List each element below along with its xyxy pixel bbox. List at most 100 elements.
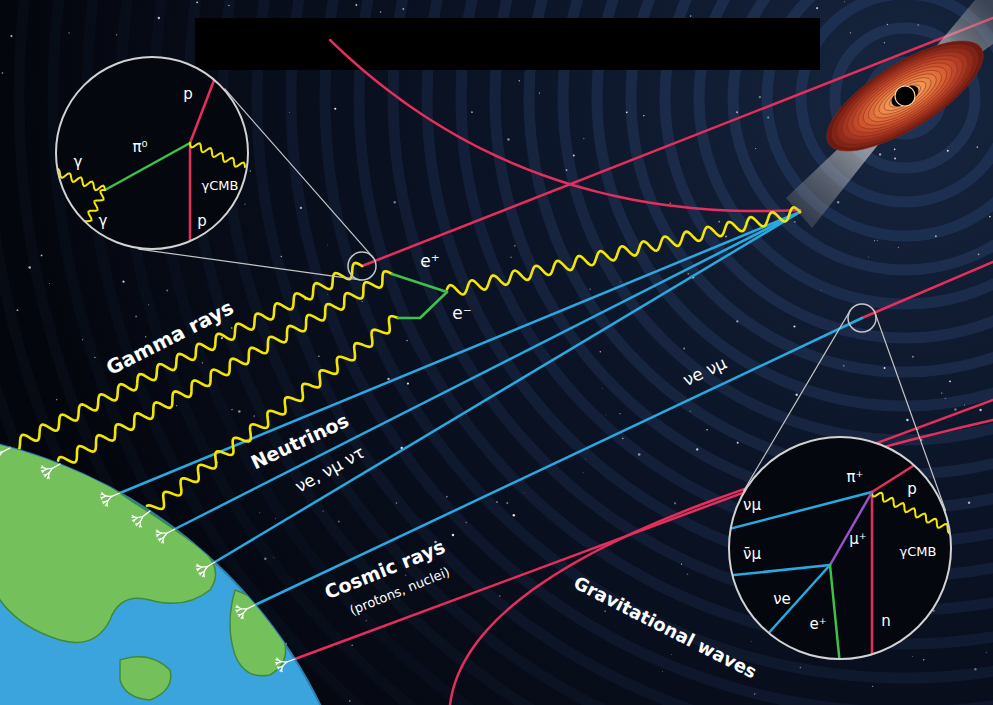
star [289, 111, 291, 113]
star [221, 337, 223, 339]
star [48, 283, 50, 285]
particle-symbol: γCMB [202, 179, 239, 194]
star [843, 365, 845, 367]
star [670, 203, 671, 204]
shower-branch [106, 504, 108, 506]
particle-symbol: π⁰ [132, 139, 147, 156]
particle-symbol: p [183, 86, 193, 103]
star [933, 610, 935, 612]
particle-symbol: νμ [743, 497, 761, 514]
photon-track [58, 169, 105, 190]
star [355, 4, 357, 6]
electron-track [392, 274, 447, 292]
star [281, 256, 282, 257]
star [681, 563, 682, 564]
electron-track [398, 292, 447, 318]
zoom-insets [56, 57, 956, 665]
shower-branch [247, 605, 255, 609]
star [794, 221, 796, 223]
star [912, 356, 914, 358]
star [394, 201, 396, 203]
star [974, 668, 976, 670]
star [947, 150, 949, 152]
star [452, 534, 454, 536]
event-horizon [888, 81, 922, 110]
star [884, 367, 886, 369]
shower-branch [276, 659, 278, 661]
shower-branch [277, 667, 279, 669]
wave-ring [223, 0, 993, 705]
wave-ring [257, 0, 993, 705]
star [605, 414, 607, 416]
shower-branch [137, 517, 142, 518]
muon-track [830, 492, 872, 565]
inset-ground [729, 437, 951, 659]
star [706, 429, 707, 430]
shower-branch [278, 667, 279, 669]
shower-branch [197, 568, 199, 569]
star [837, 201, 839, 203]
star [868, 256, 870, 258]
disk-ring [830, 36, 980, 156]
star [202, 362, 203, 363]
zoom-circle: pπ⁺γCMBνμμ⁺ν̄μνee⁺n [728, 436, 952, 660]
star [754, 693, 756, 695]
star [945, 398, 946, 399]
particle-symbol: e⁺ [809, 616, 826, 633]
star [887, 24, 888, 25]
wave-ring [325, 0, 993, 678]
shower-branch [133, 519, 135, 521]
star [793, 325, 795, 327]
star [148, 304, 149, 305]
shower-branch [161, 532, 167, 533]
star [16, 309, 18, 311]
event-horizon [895, 86, 915, 106]
star [116, 34, 117, 35]
shower-branch [287, 659, 295, 662]
shower-branch [103, 502, 104, 504]
star [323, 511, 324, 512]
star [471, 111, 473, 113]
shower-branch [112, 493, 120, 496]
star [524, 492, 526, 494]
shower-branch [2, 448, 10, 452]
star [573, 155, 575, 157]
shower-branch [106, 495, 112, 497]
shower-branch [199, 572, 201, 573]
shower-branch [158, 538, 160, 539]
wave-ring [189, 0, 993, 705]
shower-branch [47, 468, 53, 470]
star [334, 108, 336, 110]
star [300, 207, 302, 209]
shower-branch [281, 669, 283, 671]
star [158, 17, 160, 19]
shower-branch [41, 467, 43, 468]
shower-branch [202, 566, 208, 568]
photon-track [190, 143, 245, 167]
shower-branch [52, 464, 60, 468]
star [755, 148, 756, 149]
shower-branch [42, 471, 43, 473]
shower-branch [45, 475, 46, 477]
star [82, 339, 83, 340]
star [767, 117, 769, 119]
star [405, 575, 406, 576]
star [465, 522, 466, 523]
star [850, 32, 852, 34]
star [274, 517, 276, 519]
star [327, 293, 329, 295]
shower-branch [236, 610, 238, 611]
cosmic-ray-track [862, 262, 993, 318]
star [166, 289, 168, 291]
star [68, 32, 69, 33]
particle-symbol: γCMB [900, 545, 937, 560]
star [582, 471, 584, 473]
shower-branch [197, 564, 198, 566]
shower-branch [280, 669, 281, 671]
shower-branch [277, 658, 278, 660]
shower-branch [238, 614, 240, 615]
shower-branch [239, 615, 240, 617]
star [884, 42, 885, 43]
